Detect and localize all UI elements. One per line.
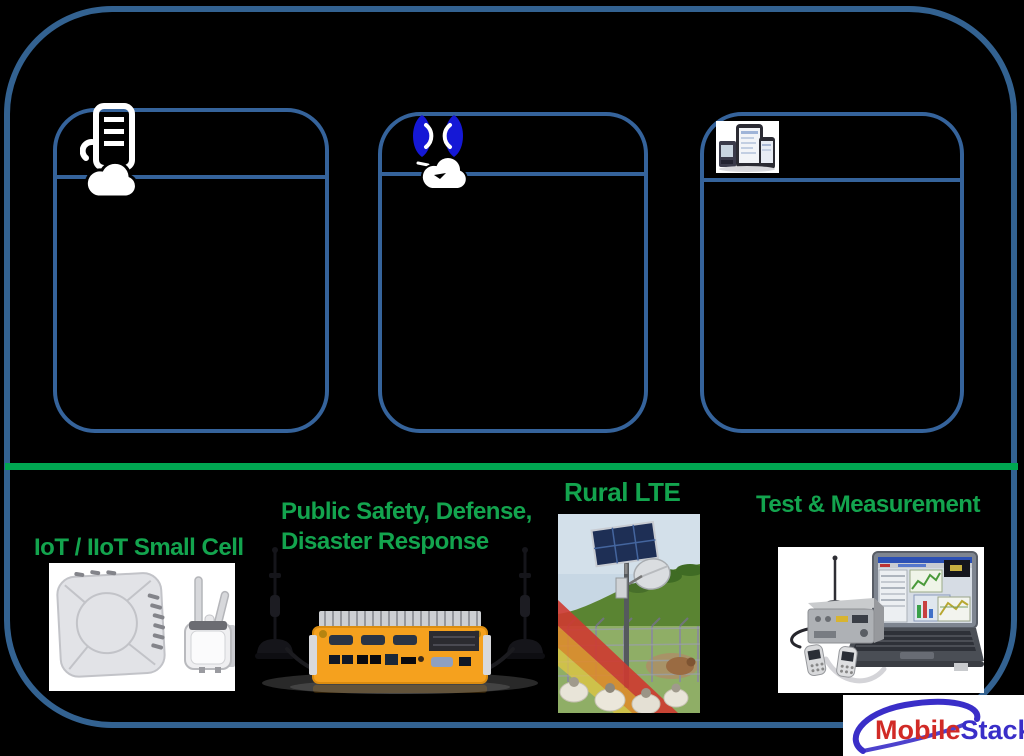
solution-box-rf-signal bbox=[378, 112, 648, 433]
mobile-devices-icon bbox=[716, 121, 779, 173]
test-measurement-image bbox=[778, 547, 984, 693]
green-divider-line bbox=[5, 463, 1018, 470]
outer-frame-border bbox=[4, 6, 1017, 728]
small-cell-image bbox=[49, 563, 235, 691]
label-rural-lte: Rural LTE bbox=[564, 477, 681, 507]
logo-text-stack: Stack bbox=[961, 715, 1024, 745]
svg-text:MobileStack: MobileStack bbox=[875, 715, 1024, 745]
box-title-divider bbox=[382, 172, 644, 176]
label-test-measurement: Test & Measurement bbox=[756, 491, 980, 518]
logo-swoosh-icon bbox=[852, 698, 981, 754]
logo-text-mobile: Mobile bbox=[875, 715, 961, 745]
rural-lte-image bbox=[558, 514, 700, 713]
rf-signal-cloud-icon bbox=[404, 113, 476, 193]
box-title-divider bbox=[57, 175, 325, 179]
label-iot-small-cell: IoT / IIoT Small Cell bbox=[34, 534, 244, 561]
mobilestack-logo: MobileStack bbox=[843, 695, 1024, 756]
label-public-safety-line1: Public Safety, Defense, bbox=[281, 498, 532, 525]
label-public-safety: Public Safety, Defense, Disaster Respons… bbox=[281, 497, 532, 557]
server-cloud-icon bbox=[80, 102, 142, 202]
solution-box-devices bbox=[700, 112, 964, 433]
label-public-safety-line2: Disaster Response bbox=[281, 528, 489, 555]
box-title-divider bbox=[704, 178, 960, 182]
public-safety-image bbox=[253, 543, 547, 695]
solution-box-cloud-server bbox=[53, 108, 329, 433]
